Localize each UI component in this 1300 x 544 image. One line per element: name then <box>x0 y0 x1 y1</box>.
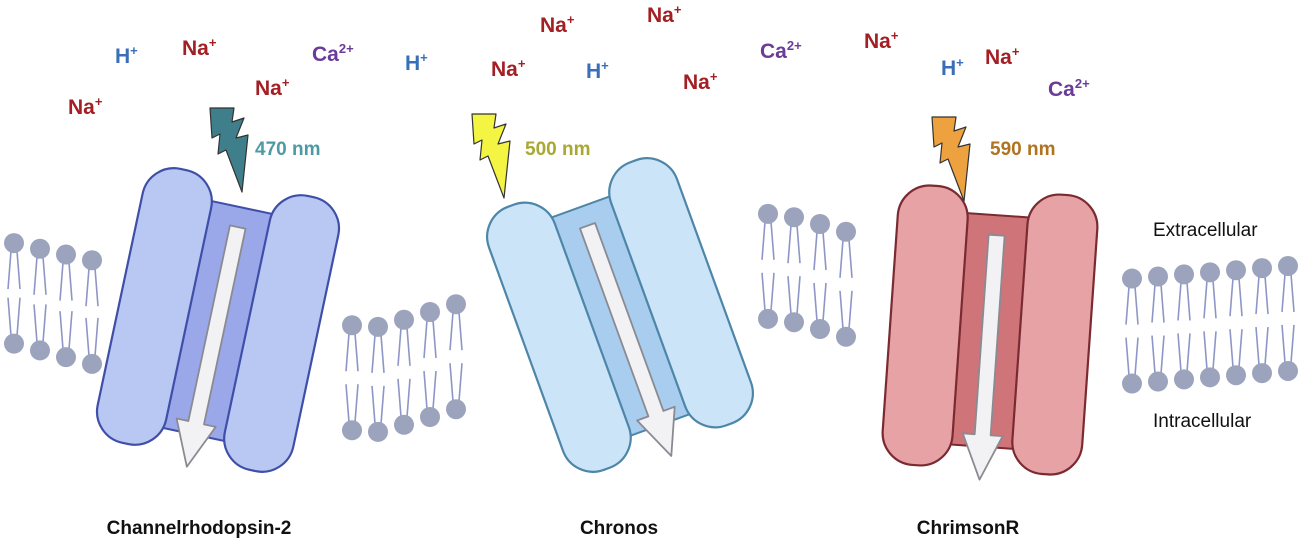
lipid-molecule <box>784 207 804 333</box>
wavelength-chronos: 500 nm <box>525 139 590 160</box>
lipid-molecule <box>30 238 50 361</box>
light-stimuli <box>209 107 971 202</box>
lipid-molecule <box>394 309 414 435</box>
ion-label: Na+ <box>255 75 290 100</box>
ion-label: H+ <box>586 58 609 83</box>
ion-flow-arrow-chr2 <box>175 224 247 468</box>
wavelength-chr2: 470 nm <box>255 139 320 160</box>
lipid-molecule <box>758 203 778 329</box>
lipid-molecule <box>446 294 466 420</box>
ion-label: Na+ <box>68 94 103 119</box>
lipid-molecule <box>1174 264 1194 390</box>
ion-label: H+ <box>941 55 964 80</box>
channel-name-chrimsonr: ChrimsonR <box>917 518 1020 539</box>
lipid-molecule <box>342 315 362 441</box>
lipid-molecule <box>1226 260 1246 386</box>
ion-label: Na+ <box>985 44 1020 69</box>
ion-label: H+ <box>405 50 428 75</box>
lipid-molecule <box>1252 258 1272 384</box>
lipid-molecule <box>82 250 102 374</box>
ion-label: Ca2+ <box>312 41 354 66</box>
channel-proteins <box>95 157 1099 481</box>
wavelength-chrimsonr: 590 nm <box>990 139 1055 160</box>
lipid-molecule <box>56 244 76 368</box>
extracellular-label: Extracellular <box>1153 220 1258 241</box>
ion-label: H+ <box>115 43 138 68</box>
channel-name-chr2: Channelrhodopsin-2 <box>107 518 292 539</box>
lipid-molecule <box>1278 255 1298 381</box>
ion-label: Ca2+ <box>1048 76 1090 101</box>
ion-label: Na+ <box>647 2 682 27</box>
channel-chrimsonr <box>881 184 1099 481</box>
ion-label: Na+ <box>540 12 575 37</box>
lipid-molecule <box>1200 262 1220 388</box>
ion-label: Na+ <box>182 35 217 60</box>
lipid-molecule <box>836 221 856 347</box>
ion-label: Ca2+ <box>760 38 802 63</box>
ion-flow-arrow-chronos <box>579 222 676 457</box>
ion-label: Na+ <box>683 69 718 94</box>
lightning-icon-chrimsonr <box>931 116 971 202</box>
lipid-molecule <box>1148 266 1168 392</box>
lipid-molecule <box>810 214 830 339</box>
lipid-molecule <box>4 233 24 354</box>
ion-label: Na+ <box>864 28 899 53</box>
lightning-icon-chronos <box>471 113 511 199</box>
channel-chronos <box>486 157 754 473</box>
ion-flow-arrow-chrimsonr <box>961 233 1006 481</box>
lipid-molecule <box>1122 268 1142 394</box>
channel-name-chronos: Chronos <box>580 518 658 539</box>
channel-chr2 <box>95 167 341 473</box>
lightning-icon-chr2 <box>209 107 249 193</box>
intracellular-label: Intracellular <box>1153 411 1252 432</box>
lipid-molecule <box>368 316 388 442</box>
lipid-molecule <box>420 302 440 427</box>
lipid-bilayer-membrane <box>4 203 1298 442</box>
ion-label: Na+ <box>491 56 526 81</box>
ion-labels: Na+ H+ Na+ Na+ Ca2+ H+ Na+ Na+ Na+ Ca2+ H+ Na+ Na+ H+… <box>68 2 1090 119</box>
